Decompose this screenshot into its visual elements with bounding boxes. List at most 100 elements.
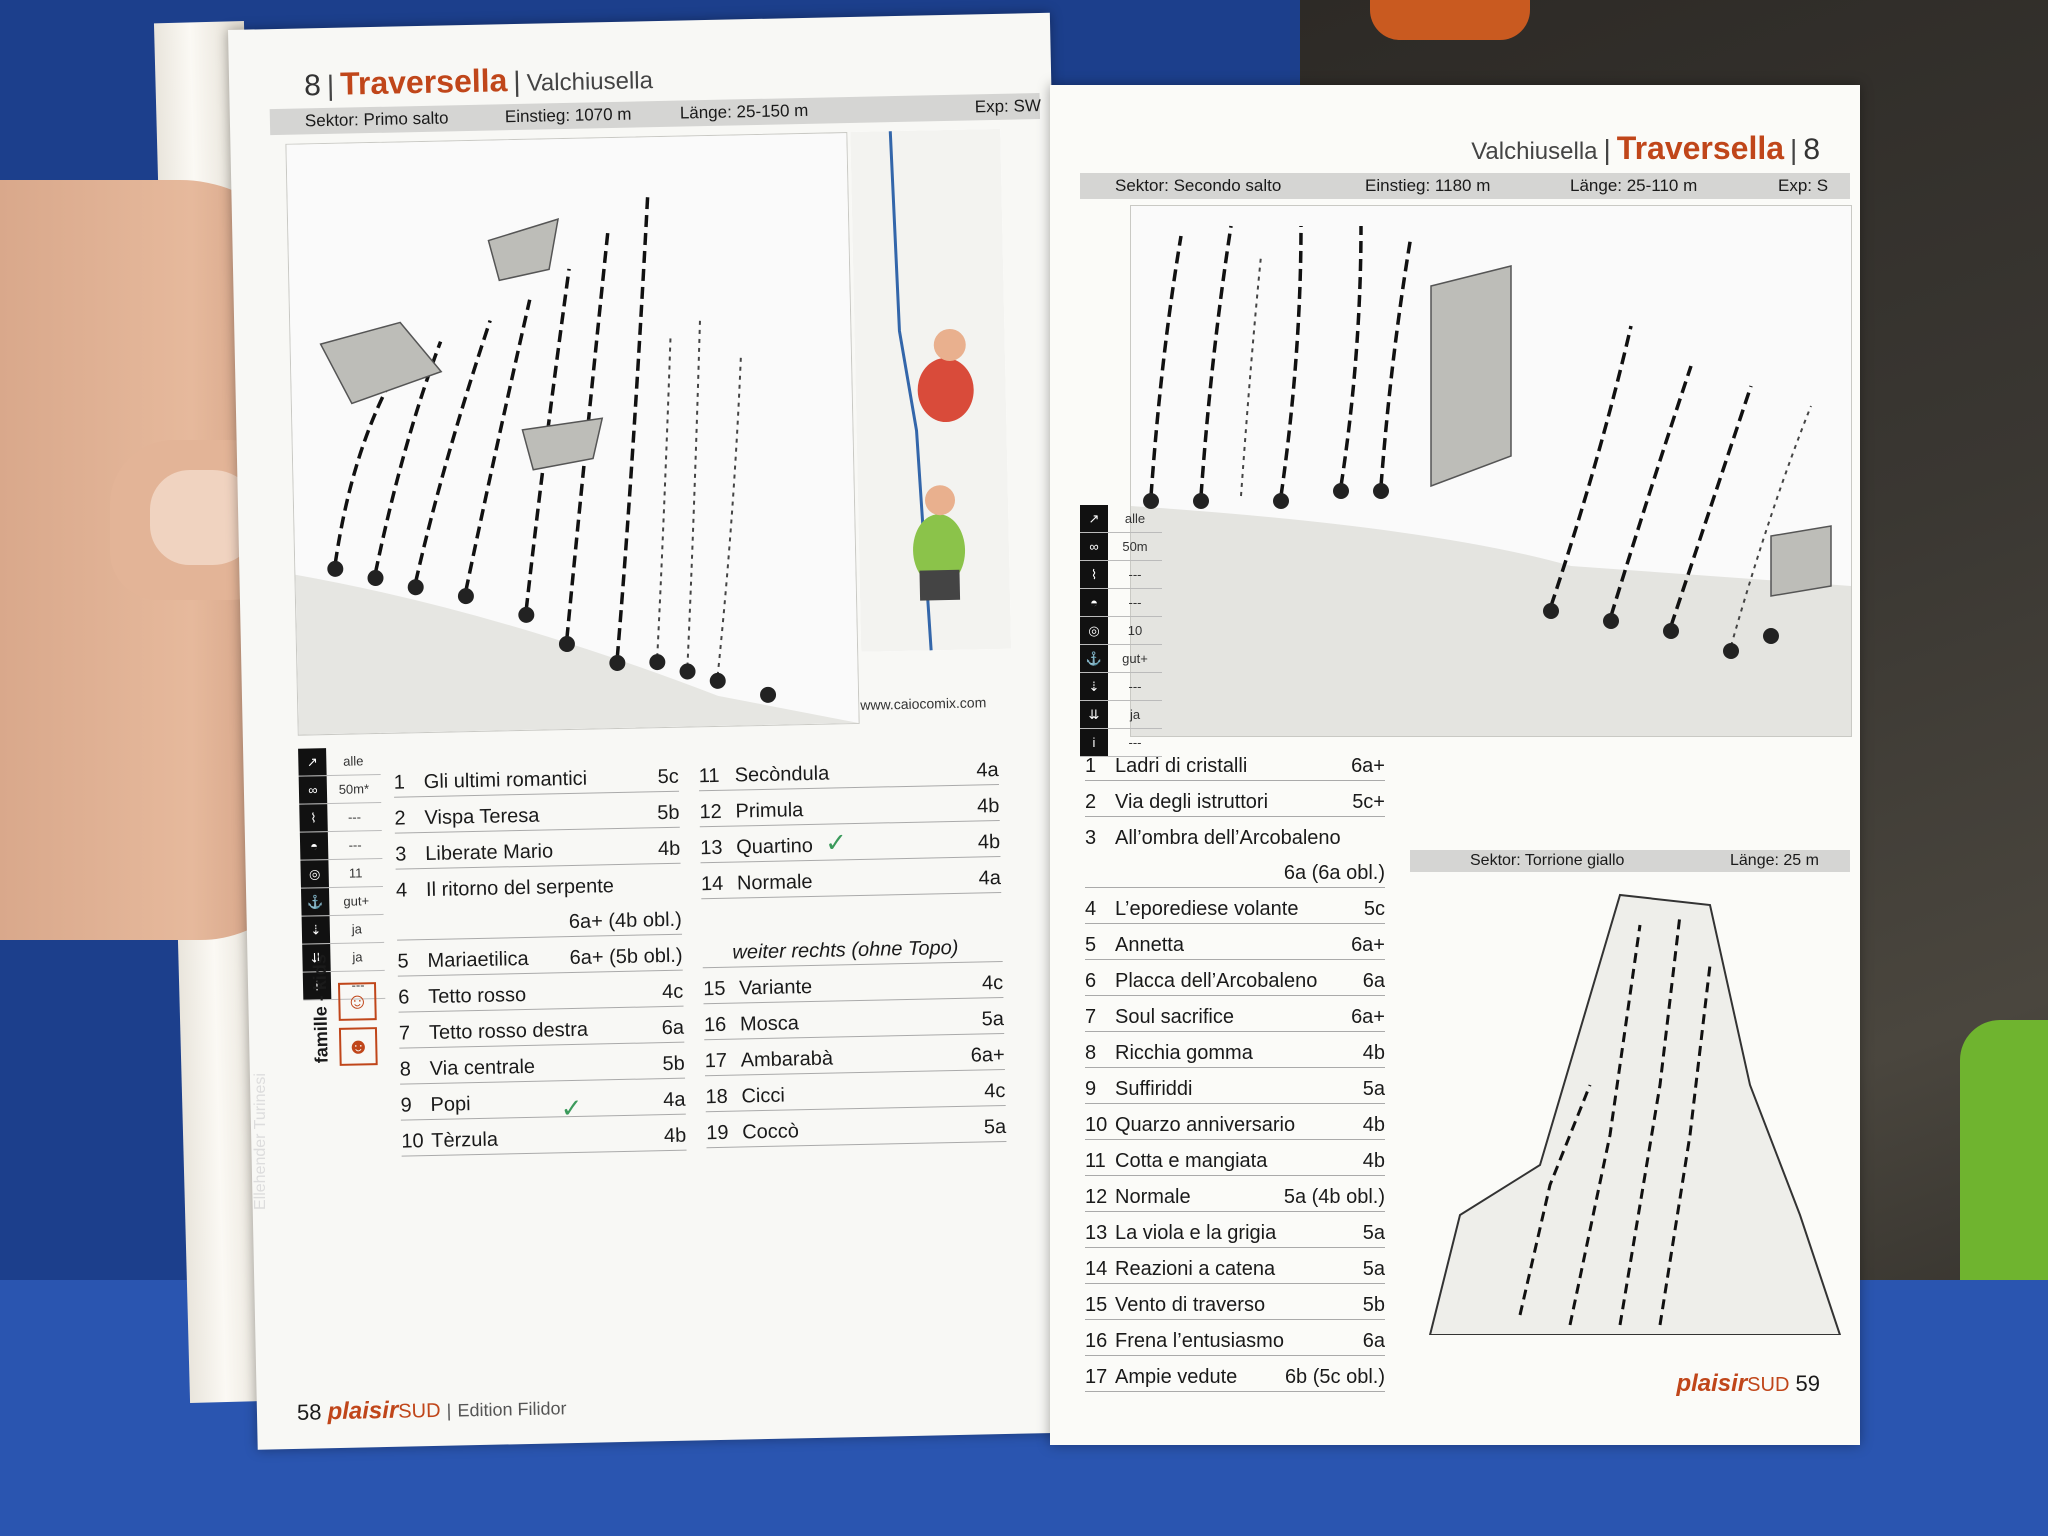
brand-logo: plaisir — [327, 1396, 399, 1426]
quickdraw-icon: ⌇ — [299, 804, 328, 832]
topo-drawing-2 — [1420, 885, 1850, 1335]
page-number: 58 — [296, 1399, 322, 1425]
crag-title: Traversella — [339, 62, 508, 102]
icon-row: ◎11 — [300, 858, 383, 889]
icon-row: ⌇--- — [1080, 561, 1162, 589]
icon-row: ◓--- — [299, 830, 383, 861]
rope-icon: ∞ — [298, 776, 328, 804]
bolt-icon: ◎ — [1080, 617, 1108, 644]
topo-torrione-giallo — [1420, 885, 1850, 1335]
sector-laenge: Länge: 25-150 m — [679, 100, 809, 123]
sector-exp: Exp: SW — [974, 95, 1042, 117]
sector2-bar: Sektor: Torrione giallo Länge: 25 m — [1410, 850, 1850, 872]
cartoon-url: www.caiocomix.com — [860, 694, 987, 713]
sector-einstieg: Einstieg: 1070 m — [504, 104, 632, 127]
background-orange-gear — [1370, 0, 1530, 40]
right-icon-table: ↗alle ∞50m ⌇--- ◓--- ◎10 ⚓gut+ ⇣--- ⇊ja … — [1080, 505, 1162, 757]
left-page-header: 8|Traversella|Valchiusella — [303, 62, 654, 103]
sector-exp: Exp: S — [1778, 176, 1829, 195]
left-footer: 58 plaisirSUD | Edition Filidor — [296, 1396, 567, 1426]
icon-row: ⚓gut+ — [1080, 645, 1162, 673]
brand-logo: plaisir — [1676, 1370, 1748, 1397]
chapter-number: 8 — [1803, 133, 1820, 166]
lower-icon: ⇊ — [1080, 701, 1108, 728]
publisher: Edition Filidor — [457, 1398, 567, 1421]
helmet-icon: ◓ — [299, 832, 329, 860]
right-footer: plaisirSUD 59 — [1676, 1370, 1820, 1397]
icon-row: ↗alle — [298, 746, 381, 777]
info-icon: i — [1080, 729, 1108, 756]
sector2-laenge: Länge: 25 m — [1730, 852, 1819, 869]
anchor-icon: ⚓ — [300, 888, 330, 916]
page-number: 59 — [1795, 1371, 1820, 1396]
icon-row: ⇊ja — [1080, 701, 1162, 729]
right-page: Valchiusella|Traversella|8 Sektor: Secon… — [1050, 85, 1860, 1445]
route-icon: ↗ — [1080, 505, 1108, 532]
kids-label: famille - kids — [309, 954, 332, 1064]
icon-row: ∞50m — [1080, 533, 1162, 561]
region-name: Valchiusella — [526, 67, 654, 97]
topo-secondo-salto — [1130, 205, 1852, 737]
icon-row: ⚓gut+ — [300, 886, 384, 917]
icon-row: ◓--- — [1080, 589, 1162, 617]
sector-label: Sektor: Secondo salto — [1115, 176, 1282, 195]
climber-cartoon — [850, 128, 1012, 652]
icon-row: ⇣--- — [1080, 673, 1162, 701]
abseil-icon: ⇣ — [301, 916, 331, 944]
abseil-icon: ⇣ — [1080, 673, 1108, 700]
crag-title: Traversella — [1616, 130, 1785, 166]
route-icon: ↗ — [298, 748, 327, 776]
icon-row: ⇣ja — [301, 914, 385, 945]
icon-row: i--- — [1080, 729, 1162, 757]
handwritten-check-1: ✓ — [824, 827, 848, 858]
bolt-icon: ◎ — [300, 860, 329, 888]
topo-drawing — [1131, 206, 1851, 736]
icon-row: ◎10 — [1080, 617, 1162, 645]
sector-bar: Sektor: Secondo salto Einstieg: 1180 m L… — [1080, 173, 1850, 199]
rope-icon: ∞ — [1080, 533, 1108, 560]
list-item: 6a (6a obl.) — [1085, 852, 1385, 888]
left-page: 8|Traversella|Valchiusella Sektor: Primo… — [228, 12, 1080, 1450]
quickdraw-icon: ⌇ — [1080, 561, 1108, 588]
anchor-icon: ⚓ — [1080, 645, 1108, 672]
icon-row: ⌇--- — [299, 802, 382, 833]
kids-icon-1: ☺ — [337, 982, 377, 1021]
kids-icon-2: ☻ — [338, 1027, 378, 1066]
topo-drawing — [286, 133, 859, 735]
sector-laenge: Länge: 25-110 m — [1570, 176, 1698, 195]
spine-text: Ellehender Turinesi — [252, 1073, 269, 1210]
icon-row: ∞50m* — [298, 774, 382, 805]
right-page-header: Valchiusella|Traversella|8 — [1471, 130, 1820, 166]
handwritten-check-2: ✓ — [560, 1092, 583, 1124]
helmet-icon: ◓ — [1080, 589, 1108, 616]
topo-primo-salto — [285, 132, 860, 736]
